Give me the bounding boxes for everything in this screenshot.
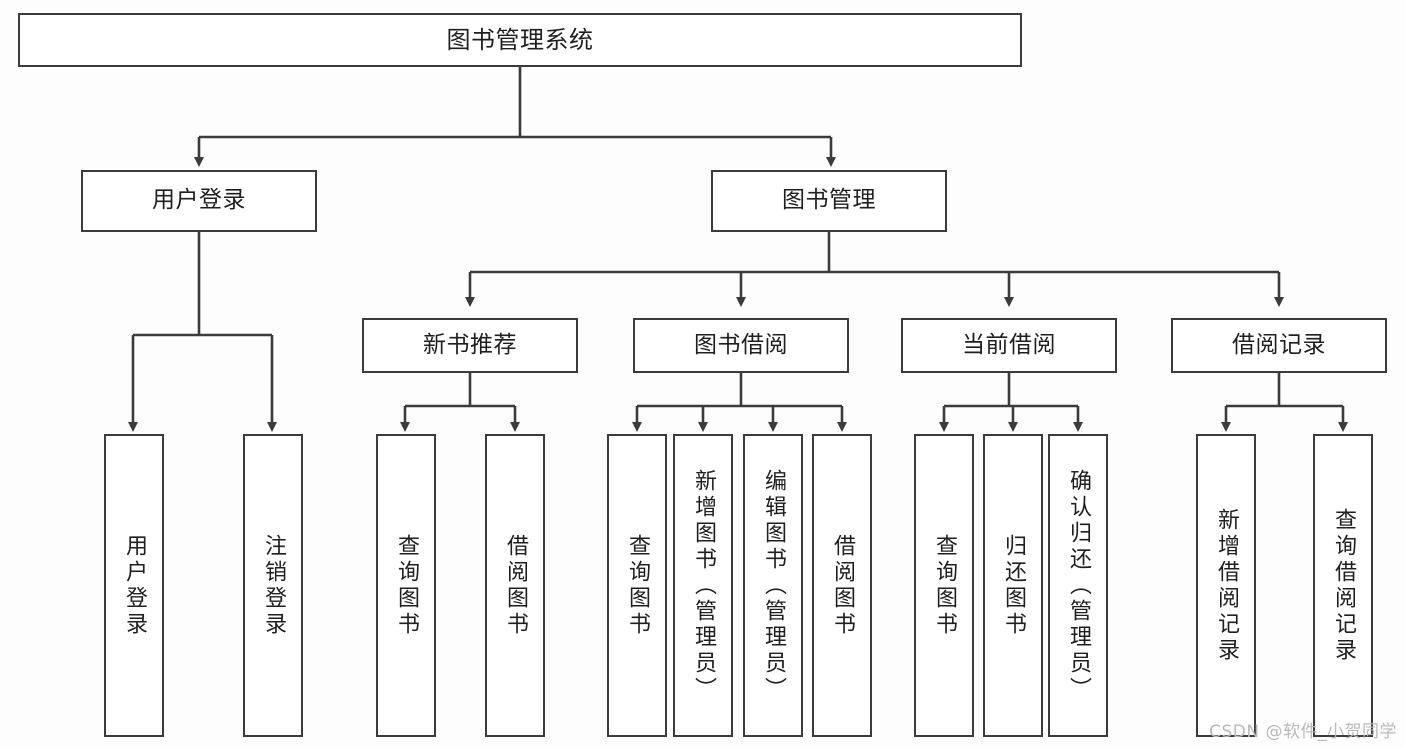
node-label: 图书借阅	[694, 331, 788, 358]
node-label: 新增借阅记录	[1214, 507, 1239, 664]
leaf-user-login[interactable]: 用户登录	[104, 434, 164, 737]
node-label: 图书管理系统	[446, 25, 594, 54]
node-label: 当前借阅	[962, 331, 1056, 358]
leaf-borrow-book-new[interactable]: 借阅图书	[485, 434, 545, 737]
leaf-query-book-new[interactable]: 查询图书	[376, 434, 436, 737]
leaf-query-book-current[interactable]: 查询图书	[914, 434, 974, 737]
node-label: 查询借阅记录	[1331, 507, 1356, 664]
node-user-login[interactable]: 用户登录	[81, 170, 317, 232]
node-book-management[interactable]: 图书管理	[711, 170, 947, 232]
leaf-query-borrow-record[interactable]: 查询借阅记录	[1313, 434, 1373, 737]
leaf-edit-book-admin[interactable]: 编辑图书（管理员）	[743, 434, 803, 737]
node-label: 查询图书	[625, 533, 650, 638]
leaf-confirm-return-admin[interactable]: 确认归还（管理员）	[1048, 434, 1108, 737]
node-label: 借阅记录	[1232, 331, 1326, 358]
node-book-borrow[interactable]: 图书借阅	[633, 318, 849, 373]
leaf-borrow-book[interactable]: 借阅图书	[812, 434, 872, 737]
leaf-user-logout[interactable]: 注销登录	[243, 434, 303, 737]
node-label: 查询图书	[394, 533, 419, 638]
node-borrow-record[interactable]: 借阅记录	[1171, 318, 1387, 373]
leaf-return-book[interactable]: 归还图书	[983, 434, 1043, 737]
node-label: 编辑图书（管理员）	[761, 468, 786, 703]
node-label: 确认归还（管理员）	[1066, 468, 1091, 703]
node-label: 用户登录	[152, 187, 246, 214]
node-label: 借阅图书	[503, 533, 528, 638]
leaf-add-borrow-record[interactable]: 新增借阅记录	[1196, 434, 1256, 737]
node-current-borrow[interactable]: 当前借阅	[901, 318, 1117, 373]
node-root-system[interactable]: 图书管理系统	[18, 13, 1022, 67]
node-label: 用户登录	[122, 533, 147, 638]
node-label: 注销登录	[261, 533, 286, 638]
node-label: 查询图书	[932, 533, 957, 638]
leaf-add-book-admin[interactable]: 新增图书（管理员）	[673, 434, 733, 737]
node-label: 图书管理	[782, 187, 876, 214]
leaf-query-book[interactable]: 查询图书	[607, 434, 667, 737]
node-new-book-recommend[interactable]: 新书推荐	[362, 318, 578, 373]
node-label: 新增图书（管理员）	[691, 468, 716, 703]
node-label: 归还图书	[1001, 533, 1026, 638]
node-label: 新书推荐	[423, 331, 517, 358]
node-label: 借阅图书	[830, 533, 855, 638]
